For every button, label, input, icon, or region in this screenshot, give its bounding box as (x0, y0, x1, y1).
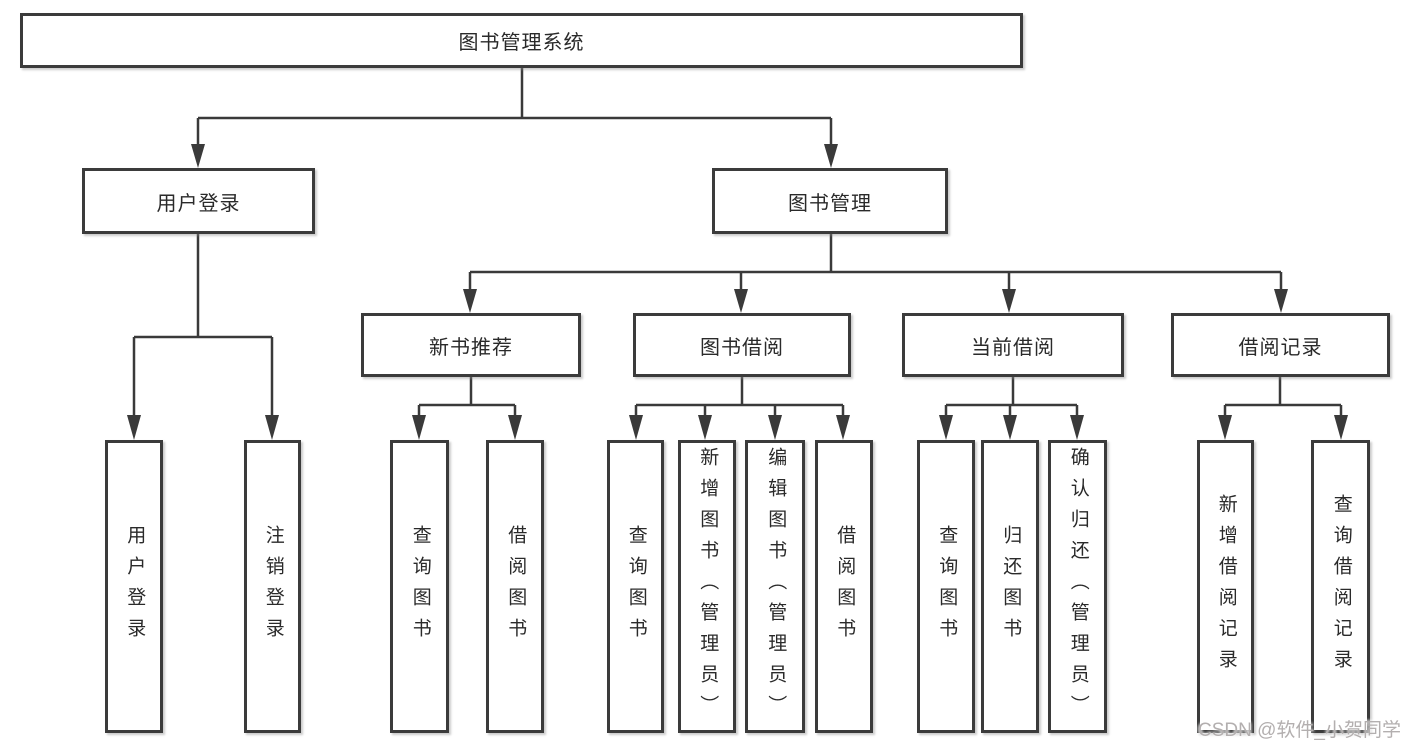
node-user-login: 用户登录 (82, 168, 315, 234)
leaf-confirm-return-admin: 确认归还（管理员） (1048, 440, 1107, 733)
leaf-borrow-books: 借阅图书 (815, 440, 873, 733)
node-root: 图书管理系统 (20, 13, 1023, 68)
node-new-book-recommend-label: 新书推荐 (429, 336, 513, 359)
leaf-query-books-current: 查询图书 (917, 440, 975, 733)
node-current-borrow-label: 当前借阅 (971, 336, 1055, 359)
node-book-borrow-label: 图书借阅 (700, 336, 784, 359)
leaf-edit-book-admin: 编辑图书（管理员） (745, 440, 805, 733)
leaf-logout-label: 注销登录 (262, 524, 284, 649)
node-user-login-label: 用户登录 (156, 192, 241, 215)
leaf-borrow-books-label: 借阅图书 (834, 524, 856, 649)
leaf-query-books-current-label: 查询图书 (936, 524, 958, 649)
watermark: CSDN @软件_小贺同学 (1198, 720, 1401, 741)
node-book-management-label: 图书管理 (788, 192, 872, 215)
node-borrow-records-label: 借阅记录 (1238, 336, 1323, 359)
leaf-query-borrow-record-label: 查询借阅记录 (1330, 493, 1352, 680)
node-book-management: 图书管理 (712, 168, 948, 234)
leaf-confirm-return-admin-label: 确认归还（管理员） (1067, 447, 1089, 726)
leaf-return-books-label: 归还图书 (1000, 524, 1022, 649)
leaf-add-book-admin: 新增图书（管理员） (678, 440, 736, 733)
node-borrow-records: 借阅记录 (1171, 313, 1390, 377)
node-root-label: 图书管理系统 (458, 32, 585, 54)
leaf-return-books: 归还图书 (981, 440, 1039, 733)
leaf-add-book-admin-label: 新增图书（管理员） (697, 447, 719, 726)
leaf-query-borrow-record: 查询借阅记录 (1311, 440, 1370, 733)
leaf-query-books-recommend-label: 查询图书 (409, 524, 431, 649)
leaf-user-login: 用户登录 (105, 440, 163, 733)
leaf-user-login-label: 用户登录 (124, 524, 146, 649)
leaf-edit-book-admin-label: 编辑图书（管理员） (765, 447, 787, 726)
leaf-query-books-borrow: 查询图书 (607, 440, 664, 733)
leaf-add-borrow-record: 新增借阅记录 (1197, 440, 1254, 733)
leaf-logout: 注销登录 (244, 440, 301, 733)
leaf-add-borrow-record-label: 新增借阅记录 (1215, 493, 1237, 680)
leaf-borrow-books-recommend-label: 借阅图书 (505, 524, 527, 649)
node-book-borrow: 图书借阅 (633, 313, 851, 377)
node-current-borrow: 当前借阅 (902, 313, 1124, 377)
leaf-query-books-recommend: 查询图书 (390, 440, 449, 733)
leaf-query-books-borrow-label: 查询图书 (625, 524, 647, 649)
node-new-book-recommend: 新书推荐 (361, 313, 581, 377)
leaf-borrow-books-recommend: 借阅图书 (486, 440, 544, 733)
